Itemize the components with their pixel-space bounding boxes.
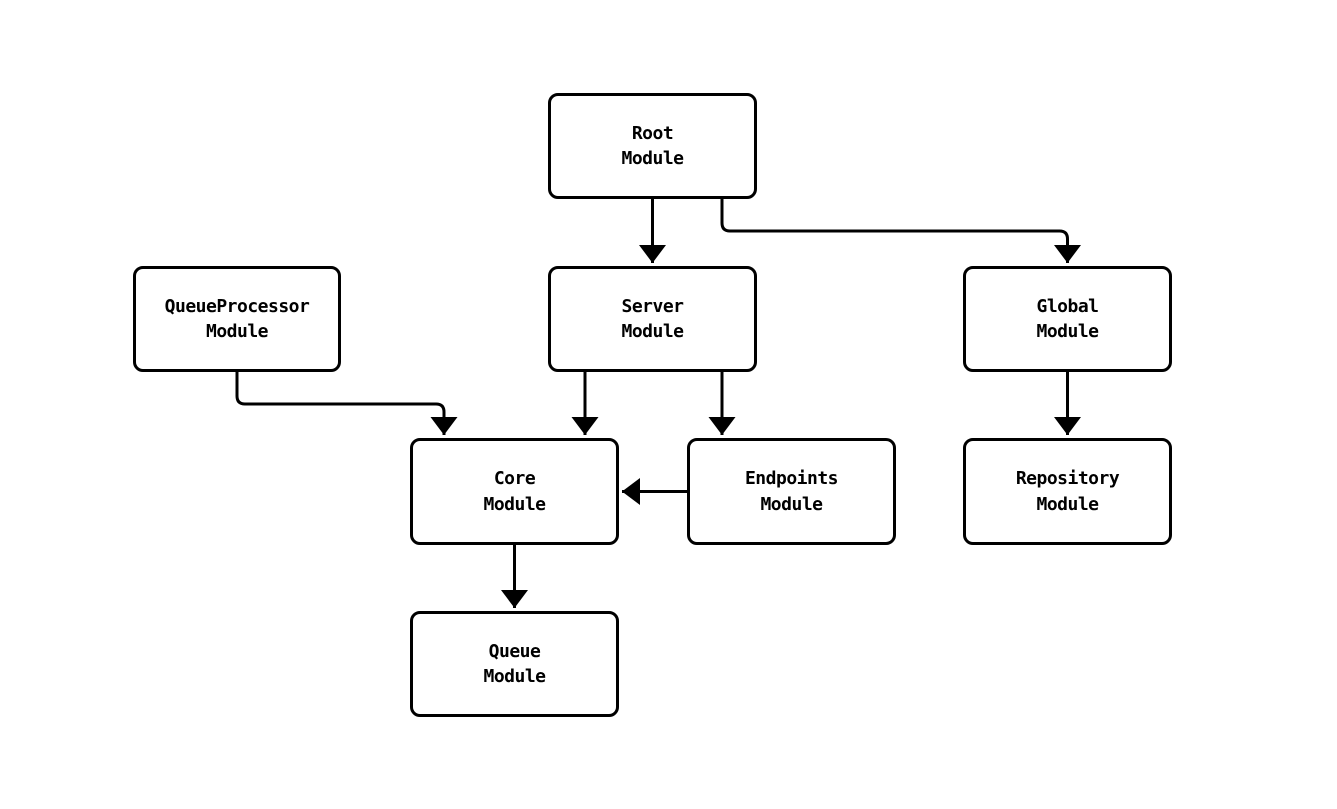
node-label-repository-module: Repository Module [1015, 468, 1120, 515]
node-root-module: Root Module [548, 93, 757, 199]
node-core-module: Core Module [410, 438, 619, 545]
node-repository-module: Repository Module [963, 438, 1172, 545]
edge-queueprocessor-to-core [235, 372, 458, 435]
node-label-endpoints-module: Endpoints Module [744, 468, 839, 515]
node-endpoints-module: Endpoints Module [687, 438, 896, 545]
node-label-root-module: Root Module [621, 122, 684, 169]
node-label-server-module: Server Module [621, 295, 684, 342]
node-queueprocessor-module: QueueProcessor Module [133, 266, 341, 372]
node-label-global-module: Global Module [1036, 295, 1099, 342]
node-global-module: Global Module [963, 266, 1172, 372]
edge-root-to-global [720, 199, 1081, 263]
node-label-queueprocessor-module: QueueProcessor Module [164, 295, 310, 342]
node-label-core-module: Core Module [483, 468, 546, 515]
node-label-queue-module: Queue Module [483, 640, 546, 687]
node-queue-module: Queue Module [410, 611, 619, 717]
node-server-module: Server Module [548, 266, 757, 372]
